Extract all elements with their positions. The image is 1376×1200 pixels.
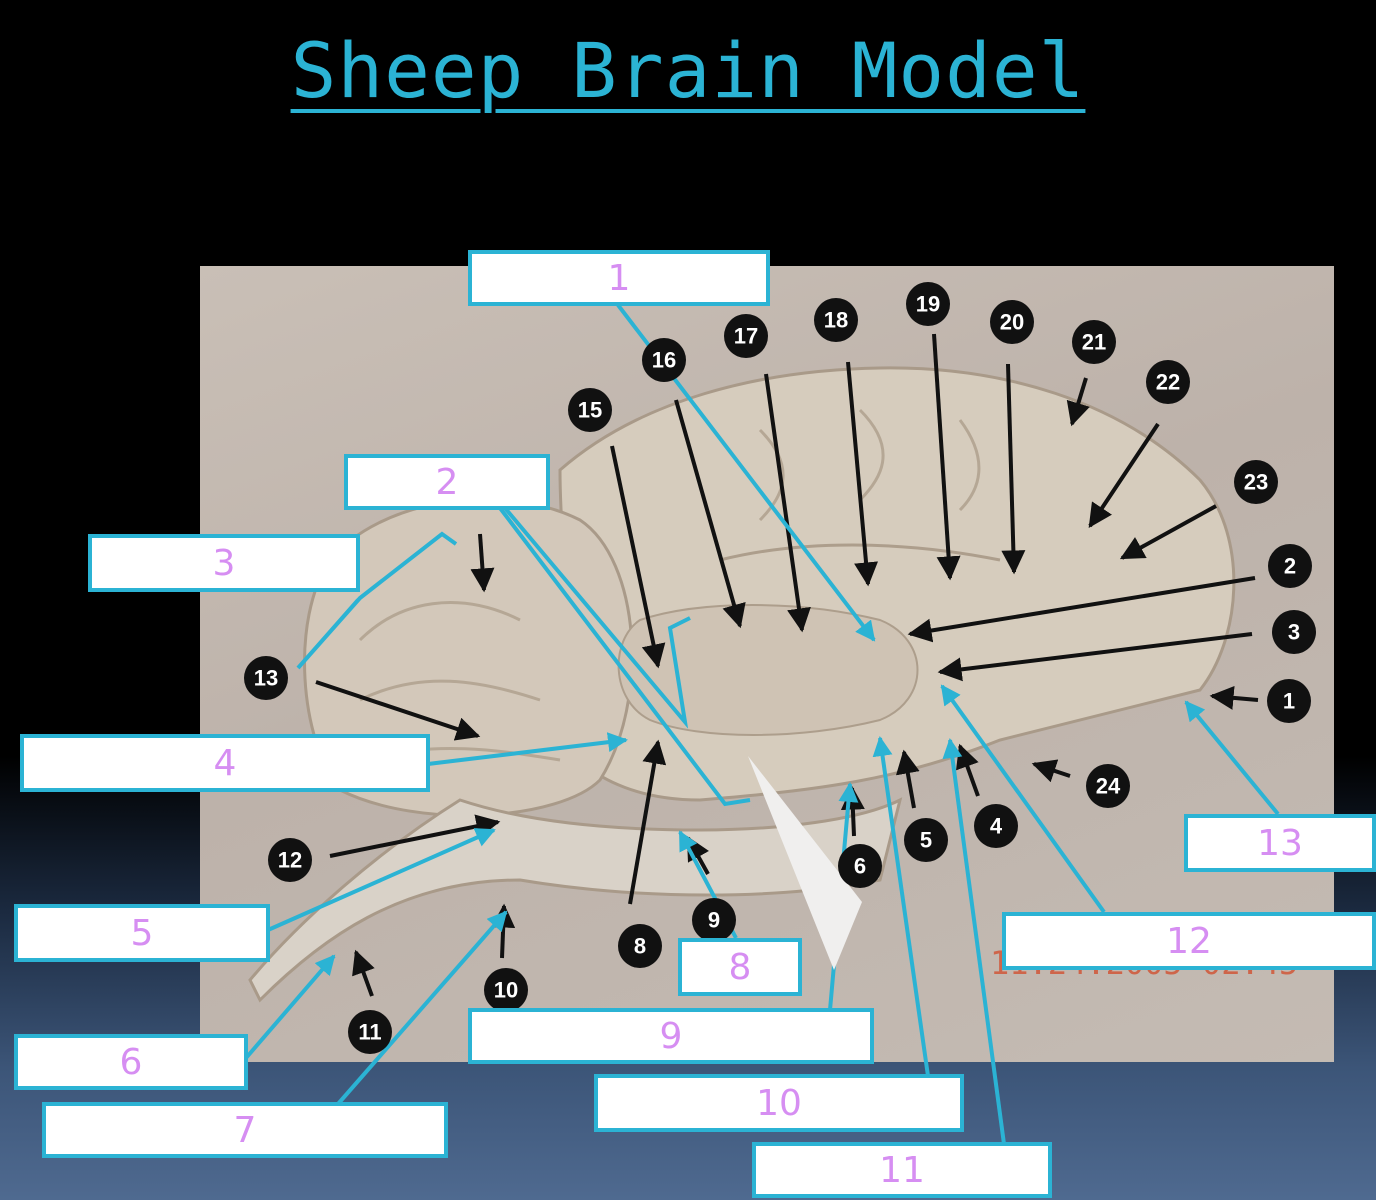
badge-8: 8 [618, 924, 662, 968]
label-box-3[interactable]: 3 [88, 534, 360, 592]
badge-number: 12 [278, 848, 302, 873]
badge-circle [244, 656, 288, 700]
badge-number: 19 [916, 292, 940, 317]
badge-circle [904, 818, 948, 862]
badge-number: 23 [1244, 470, 1268, 495]
label-box-2[interactable]: 2 [344, 454, 550, 510]
badge-circle [838, 844, 882, 888]
badge-circle [1072, 320, 1116, 364]
badge-number: 18 [824, 308, 848, 333]
badge-number: 24 [1096, 774, 1121, 799]
badge-11: 11 [348, 1010, 392, 1054]
badge-number: 10 [494, 978, 518, 1003]
badge-circle [724, 314, 768, 358]
badge-number: 13 [254, 666, 278, 691]
label-box-6[interactable]: 6 [14, 1034, 248, 1090]
badge-number: 8 [634, 934, 646, 959]
badge-13: 13 [244, 656, 288, 700]
badge-6: 6 [838, 844, 882, 888]
badge-number: 2 [1284, 554, 1296, 579]
badge-22: 22 [1146, 360, 1190, 404]
label-box-13[interactable]: 13 [1184, 814, 1376, 872]
black-pointer-arrows [315, 333, 1259, 997]
badge-circle [568, 388, 612, 432]
badge-circle [348, 1010, 392, 1054]
badge-number: 20 [1000, 310, 1024, 335]
label-box-12[interactable]: 12 [1002, 912, 1376, 970]
page-title: Sheep Brain Model [290, 26, 1086, 115]
label-box-7[interactable]: 7 [42, 1102, 448, 1158]
badge-number: 22 [1156, 370, 1180, 395]
badge-number: 16 [652, 348, 676, 373]
badge-15: 15 [568, 388, 612, 432]
badge-circle [1267, 679, 1311, 723]
badge-circle [618, 924, 662, 968]
badge-number: 3 [1288, 620, 1300, 645]
badge-circle [1268, 544, 1312, 588]
label-box-9[interactable]: 9 [468, 1008, 874, 1064]
badge-17: 17 [724, 314, 768, 358]
badge-circle [1234, 460, 1278, 504]
badge-circle [990, 300, 1034, 344]
badge-number: 21 [1082, 330, 1106, 355]
badge-number: 6 [854, 854, 866, 879]
badge-circle [1146, 360, 1190, 404]
badge-3: 3 [1272, 610, 1316, 654]
badge-1: 1 [1267, 679, 1311, 723]
badge-4: 4 [974, 804, 1018, 848]
badge-2: 2 [1268, 544, 1312, 588]
badge-number: 11 [358, 1020, 381, 1045]
badge-number: 1 [1283, 689, 1295, 714]
badge-circle [1086, 764, 1130, 808]
badge-number: 15 [578, 398, 602, 423]
badge-circle [974, 804, 1018, 848]
label-box-4[interactable]: 4 [20, 734, 430, 792]
label-box-8[interactable]: 8 [678, 938, 802, 996]
badge-circle [1272, 610, 1316, 654]
badge-10: 10 [484, 968, 528, 1012]
badge-number: 9 [708, 908, 720, 933]
white-marker-tag [748, 756, 862, 970]
label-box-5[interactable]: 5 [14, 904, 270, 962]
label-box-11[interactable]: 11 [752, 1142, 1052, 1198]
badge-24: 24 [1086, 764, 1130, 808]
badge-20: 20 [990, 300, 1034, 344]
badge-18: 18 [814, 298, 858, 342]
badge-number: 5 [920, 828, 932, 853]
badge-number: 17 [734, 324, 758, 349]
badge-circle [484, 968, 528, 1012]
badge-circle [268, 838, 312, 882]
label-box-1[interactable]: 1 [468, 250, 770, 306]
badge-12: 12 [268, 838, 312, 882]
badge-number: 4 [990, 814, 1003, 839]
badge-21: 21 [1072, 320, 1116, 364]
badge-circle [814, 298, 858, 342]
badge-23: 23 [1234, 460, 1278, 504]
badge-9: 9 [692, 898, 736, 942]
label-box-10[interactable]: 10 [594, 1074, 964, 1132]
badge-circle [692, 898, 736, 942]
badge-circle [642, 338, 686, 382]
badge-16: 16 [642, 338, 686, 382]
badge-circle [906, 282, 950, 326]
badge-19: 19 [906, 282, 950, 326]
badge-5: 5 [904, 818, 948, 862]
